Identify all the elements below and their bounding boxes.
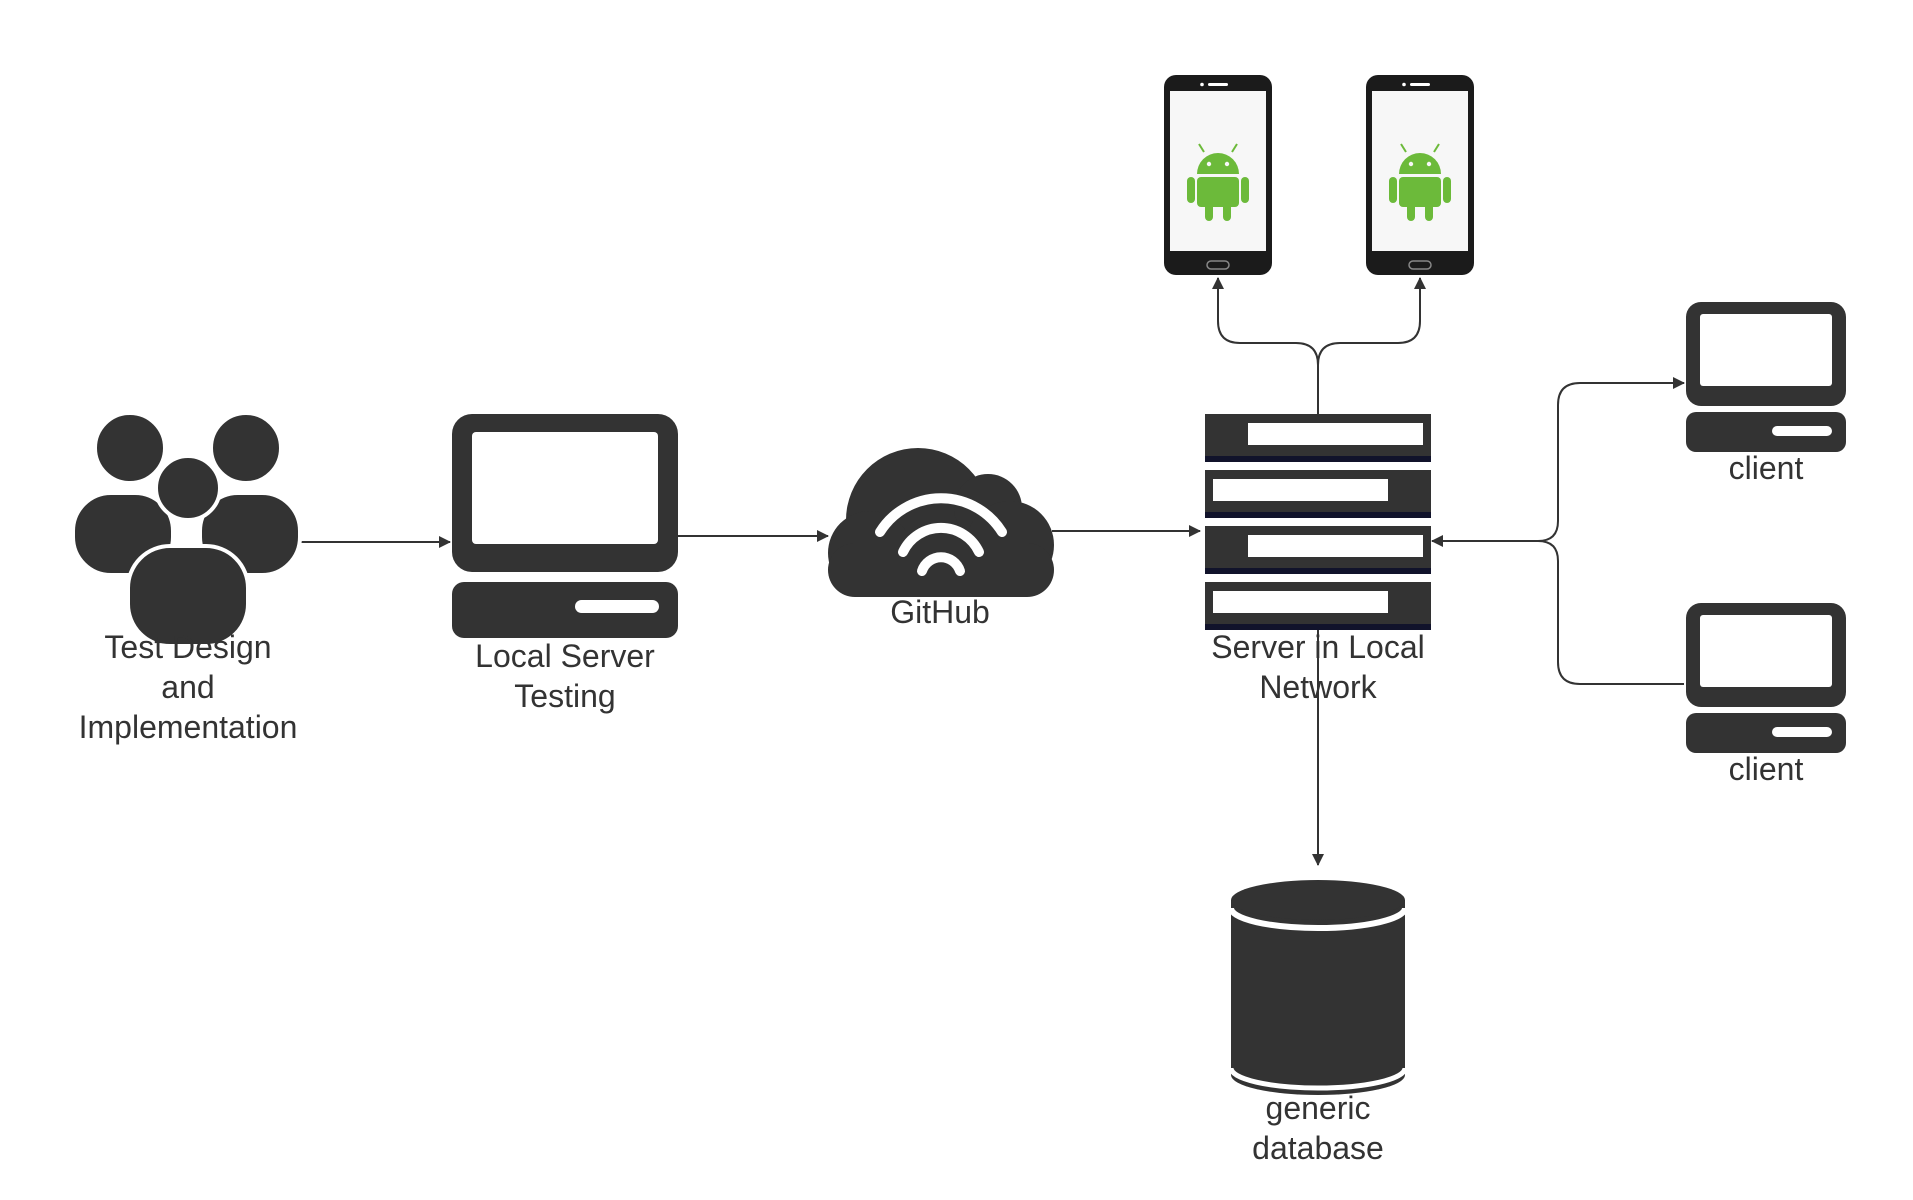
android-phone-icon: [1164, 75, 1272, 275]
client-1-label-line-1: client: [1728, 450, 1804, 486]
edge-server-to-phone-1: [1212, 277, 1319, 414]
github-label-line-1: GitHub: [890, 594, 990, 630]
database-label-line-1: generic: [1265, 1090, 1371, 1126]
server-label: Server in Local Network: [1168, 627, 1468, 707]
server-unit: [1205, 414, 1431, 462]
github-label: GitHub: [840, 592, 1040, 632]
local-server-label-line-1: Local Server: [475, 638, 655, 674]
users-icon: [71, 411, 302, 648]
team-label-line-2: and: [161, 669, 215, 705]
team-label-line-3: Implementation: [78, 709, 298, 745]
server-label-line-1: Server in Local: [1211, 629, 1425, 665]
cloud-wifi-icon: [828, 448, 1054, 597]
edge-server-to-client-1: [1432, 377, 1685, 542]
server-unit: [1205, 470, 1431, 518]
team-label-line-1: Test Design: [104, 629, 272, 665]
desktop-computer-icon: [452, 414, 678, 638]
computer-icon: [1686, 302, 1846, 452]
database-label: generic database: [1168, 1088, 1468, 1168]
local-server-label: Local Server Testing: [415, 636, 715, 716]
android-logo-icon: [1187, 143, 1249, 221]
server-rack-icon: [1205, 414, 1431, 630]
client-1-label: client: [1666, 448, 1866, 488]
local-server-label-line-2: Testing: [514, 678, 616, 714]
computer-icon: [1686, 603, 1846, 753]
server-unit: [1205, 582, 1431, 630]
server-label-line-2: Network: [1259, 669, 1377, 705]
edge-client-2-to-server: [1431, 535, 1684, 685]
android-logo-icon: [1389, 143, 1451, 221]
database-icon: [1228, 880, 1408, 1095]
database-label-line-2: database: [1252, 1130, 1384, 1166]
edge-server-to-phone-2: [1317, 277, 1426, 414]
client-2-label-line-1: client: [1728, 751, 1804, 787]
connectors: [300, 277, 1685, 866]
server-unit: [1205, 526, 1431, 574]
team-label: Test Design and Implementation: [38, 627, 338, 747]
android-phone-icon: [1366, 75, 1474, 275]
client-2-label: client: [1666, 749, 1866, 789]
